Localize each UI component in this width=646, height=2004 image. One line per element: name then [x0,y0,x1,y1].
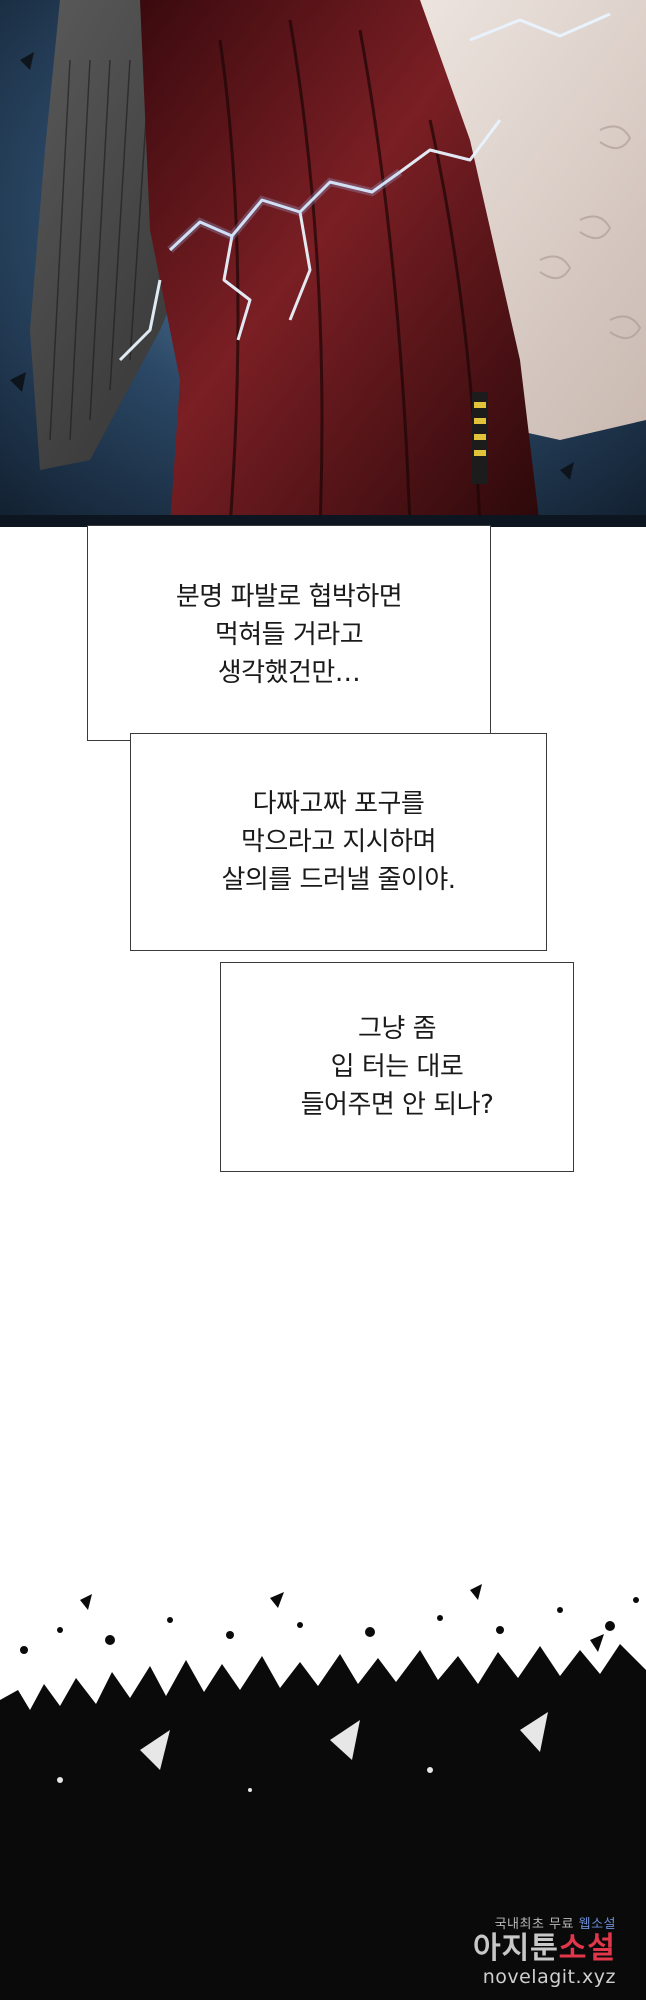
watermark-brand-part-2: 소설 [558,1931,616,1966]
caption-3-line-1: 그냥 좀 [357,1014,437,1044]
caption-box-1: 분명 파발로 협박하면 먹혀들 거라고 생각했건만… [87,525,491,741]
caption-3-line-2: 입 터는 대로 [330,1052,464,1082]
ink-splatter-art [0,1580,646,2000]
watermark-tagline-text: 국내최초 무료 [494,1917,574,1932]
ink-splatter-illustration [0,1584,646,2000]
caption-box-2: 다짜고짜 포구를 막으라고 지시하며 살의를 드러낼 줄이야. [130,733,547,951]
caption-1-line-2: 먹혀들 거라고 [214,620,364,650]
watermark-url: novelagit.xyz [482,1966,616,1988]
caption-3-line-3: 들어주면 안 되나? [300,1090,494,1120]
watermark-tagline-accent: 웹소설 [578,1917,616,1932]
watermark-brand: 아지툰소설 [473,1932,616,1966]
caption-box-3: 그냥 좀 입 터는 대로 들어주면 안 되나? [220,962,574,1172]
caption-2-line-1: 다짜고짜 포구를 [252,789,425,819]
robed-figure-illustration [0,0,646,527]
top-art-panel [0,0,646,527]
watermark-brand-part-1: 아지툰 [472,1931,559,1966]
watermark: 국내최초 무료 웹소설 아지툰소설 novelagit.xyz [473,1913,616,1988]
caption-2-line-2: 막으라고 지시하며 [240,827,437,857]
caption-1-line-1: 분명 파발로 협박하면 [175,582,403,612]
caption-2-line-3: 살의를 드러낼 줄이야. [221,865,456,895]
watermark-tagline: 국내최초 무료 웹소설 [473,1913,616,1932]
caption-1-line-3: 생각했건만… [217,658,361,688]
